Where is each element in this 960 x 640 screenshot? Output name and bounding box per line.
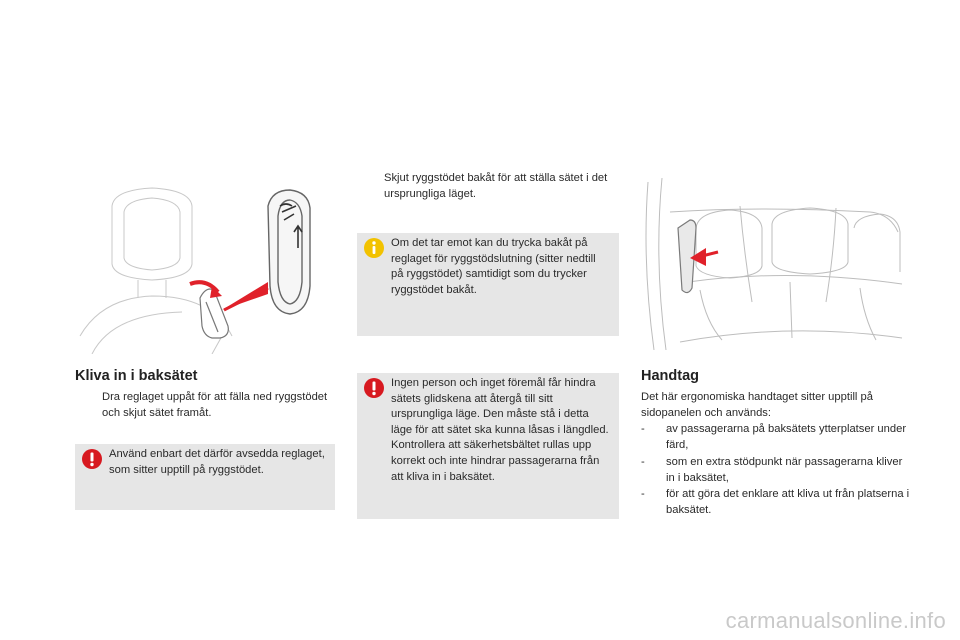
bullet-marker [80,390,102,421]
info-icon [363,237,385,264]
instruction-bullet: Dra reglaget uppåt för att fälla ned ryg… [80,390,330,421]
list-item-text: för att göra det enklare att kliva ut fr… [666,488,910,516]
exclamation-warning-icon [363,377,385,404]
info-note-box: Om det tar emot kan du trycka bakåt på r… [357,233,619,336]
list-item-text: som en extra stödpunkt när passagerarna … [666,456,903,484]
instruction-bullet: Skjut ryggstödet bakåt för att ställa sä… [362,171,620,202]
list-dash: - [641,456,645,468]
info-note-text: Om det tar emot kan du trycka bakåt på r… [391,237,596,296]
list-item: - av passagerarna på baksätets ytterplat… [641,422,911,453]
grab-handle-intro: Det här ergonomiska handtaget sitter upp… [641,391,873,419]
warning-note-text: Använd enbart det därför avsedda reglage… [109,448,325,476]
list-item: - för att göra det enklare att kliva ut … [641,487,911,518]
list-item-text: av passagerarna på baksätets ytterplatse… [666,423,907,451]
section-heading-enter-rear-seat: Kliva in i baksätet [75,368,198,384]
list-dash: - [641,423,645,435]
list-item: - som en extra stödpunkt när passagerarn… [641,455,911,486]
bullet-marker [362,171,384,202]
warning-note-box: Använd enbart det därför avsedda reglage… [75,444,335,510]
warning-note-box: Ingen person och inget föremål får hindr… [357,373,619,519]
instruction-text: Dra reglaget uppåt för att fälla ned ryg… [102,391,328,419]
grab-handle-usage-list: - av passagerarna på baksätets ytterplat… [641,422,911,522]
instruction-text: Skjut ryggstödet bakåt för att ställa sä… [384,172,608,200]
exclamation-warning-icon [81,448,103,475]
watermark: carmanualsonline.info [725,608,946,633]
rear-grab-handle-illustration [645,177,903,350]
section-heading-grab-handle: Handtag [641,368,699,384]
warning-note-text: Ingen person och inget föremål får hindr… [391,377,609,483]
seat-lever-illustration [79,187,311,354]
list-dash: - [641,488,645,500]
